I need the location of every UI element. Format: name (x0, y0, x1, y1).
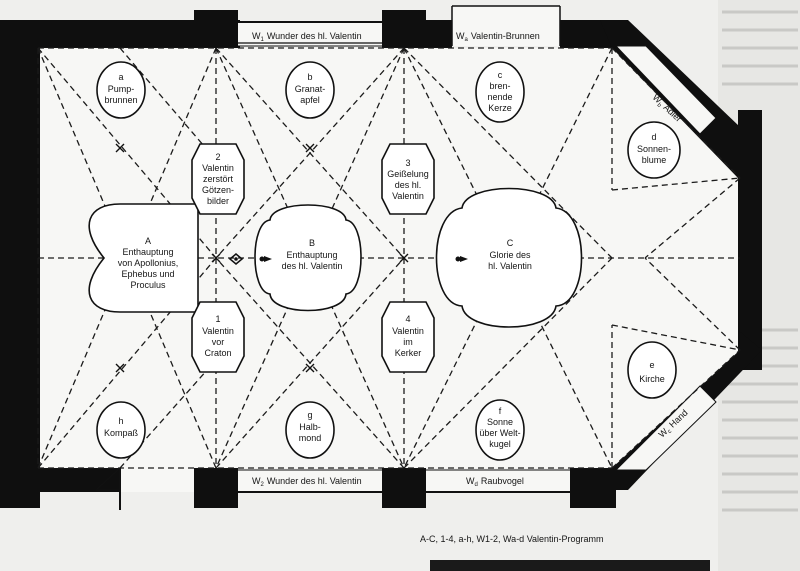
rib-cross-marks (115, 143, 409, 373)
medallion-c-line1: bren- (489, 81, 510, 91)
caption: A-C, 1-4, a-h, W1-2, Wa-d Valentin-Progr… (420, 534, 604, 544)
main-field-a (88, 203, 199, 313)
pillar-top-1 (194, 10, 238, 48)
medallion-d (627, 121, 681, 179)
main-field-a-line4: Proculus (130, 280, 166, 290)
main-field-b (254, 204, 362, 312)
medallion-e (627, 341, 677, 399)
medallion-g-line2: mond (299, 433, 322, 443)
medallion-a-line1: Pump- (108, 84, 135, 94)
medallion-g (285, 401, 335, 459)
angled-window-bands (614, 45, 717, 471)
orientation-markers (228, 253, 468, 265)
medallion-f (475, 399, 525, 461)
cartouche-2-line4: bilder (207, 196, 229, 206)
wall-top-2 (426, 20, 452, 48)
cartouche-2-line1: Valentin (202, 163, 234, 173)
medallion-e-letter: e (649, 360, 654, 370)
cartouche-2-line2: zerstört (203, 174, 234, 184)
medallion-f-letter: f (499, 406, 502, 416)
cartouche-3-line2: des hl. (395, 180, 422, 190)
medallion-d-letter: d (651, 132, 656, 142)
medallion-c-line2: nende (487, 92, 512, 102)
medallion-f-line1: Sonne (487, 417, 513, 427)
cartouche-2-number: 2 (215, 152, 220, 162)
cartouche-4-line3: Kerker (395, 348, 422, 358)
cartouche-3-line1: Geißelung (387, 169, 429, 179)
main-field-a-line1: Enthauptung (122, 247, 173, 257)
main-field-b-line2: des hl. Valentin (282, 261, 343, 271)
cartouche-1-line1: Valentin (202, 326, 234, 336)
cartouche-2-line3: Götzen- (202, 185, 234, 195)
door-bottom-left (120, 468, 194, 492)
cartouche-4 (381, 301, 435, 373)
main-field-a-line3: Ephebus und (121, 269, 174, 279)
main-field-c-letter: C (507, 238, 514, 248)
medallion-c-line3: Kerze (488, 103, 512, 113)
cartouche-1-line2: vor (212, 337, 225, 347)
medallion-g-line1: Halb- (299, 422, 321, 432)
window-bottom-1 (238, 470, 382, 492)
pillar-top-2 (382, 10, 426, 48)
cartouche-4-number: 4 (405, 314, 410, 324)
page-footer-rule (430, 560, 710, 571)
cartouche-1 (191, 301, 245, 373)
medallion-a (96, 61, 146, 119)
walls (0, 5, 762, 510)
medallion-f-line3: kugel (489, 439, 511, 449)
medallion-f-line2: über Welt- (479, 428, 520, 438)
medallion-c-letter: c (498, 70, 503, 80)
medallion-b (285, 61, 335, 119)
main-field-c-line1: Glorie des (489, 250, 531, 260)
window-top-2 (452, 6, 560, 46)
corner-bottom-left (0, 468, 40, 508)
cartouche-4-line1: Valentin (392, 326, 424, 336)
medallion-d-line2: blume (642, 155, 667, 165)
medallion-a-letter: a (118, 72, 123, 82)
medallion-h-line1: Kompaß (104, 428, 139, 438)
wall-left (0, 20, 40, 492)
cartouche-3-line3: Valentin (392, 191, 424, 201)
cartouche-2 (191, 143, 245, 215)
main-field-b-letter: B (309, 238, 315, 248)
medallion-d-line1: Sonnen- (637, 144, 671, 154)
main-field-a-letter: A (145, 236, 151, 246)
medallion-e-line1: Kirche (639, 374, 665, 384)
pillar-bottom-3 (570, 468, 616, 508)
medallion-h-letter: h (118, 416, 123, 426)
medallion-a-line2: brunnen (104, 95, 137, 105)
wall-right (738, 110, 762, 370)
main-field-c (435, 187, 583, 328)
medallion-b-letter: b (307, 72, 312, 82)
medallion-h (96, 401, 146, 459)
main-field-b-line1: Enthauptung (286, 250, 337, 260)
medallion-g-letter: g (307, 410, 312, 420)
pillar-bottom-2 (382, 468, 426, 508)
medallion-c (475, 61, 525, 123)
medallion-b-line2: apfel (300, 95, 320, 105)
cartouche-3-number: 3 (405, 158, 410, 168)
medallion-b-line1: Granat- (295, 84, 326, 94)
cartouche-3 (381, 143, 435, 215)
main-field-c-line2: hl. Valentin (488, 261, 532, 271)
cartouche-4-line2: im (403, 337, 413, 347)
main-field-a-line2: von Apollonius, (118, 258, 179, 268)
cartouche-1-line3: Craton (204, 348, 231, 358)
window-top-1 (238, 22, 382, 46)
pillar-bottom-1 (194, 468, 238, 508)
window-bottom-2 (426, 470, 570, 492)
cartouche-1-number: 1 (215, 314, 220, 324)
